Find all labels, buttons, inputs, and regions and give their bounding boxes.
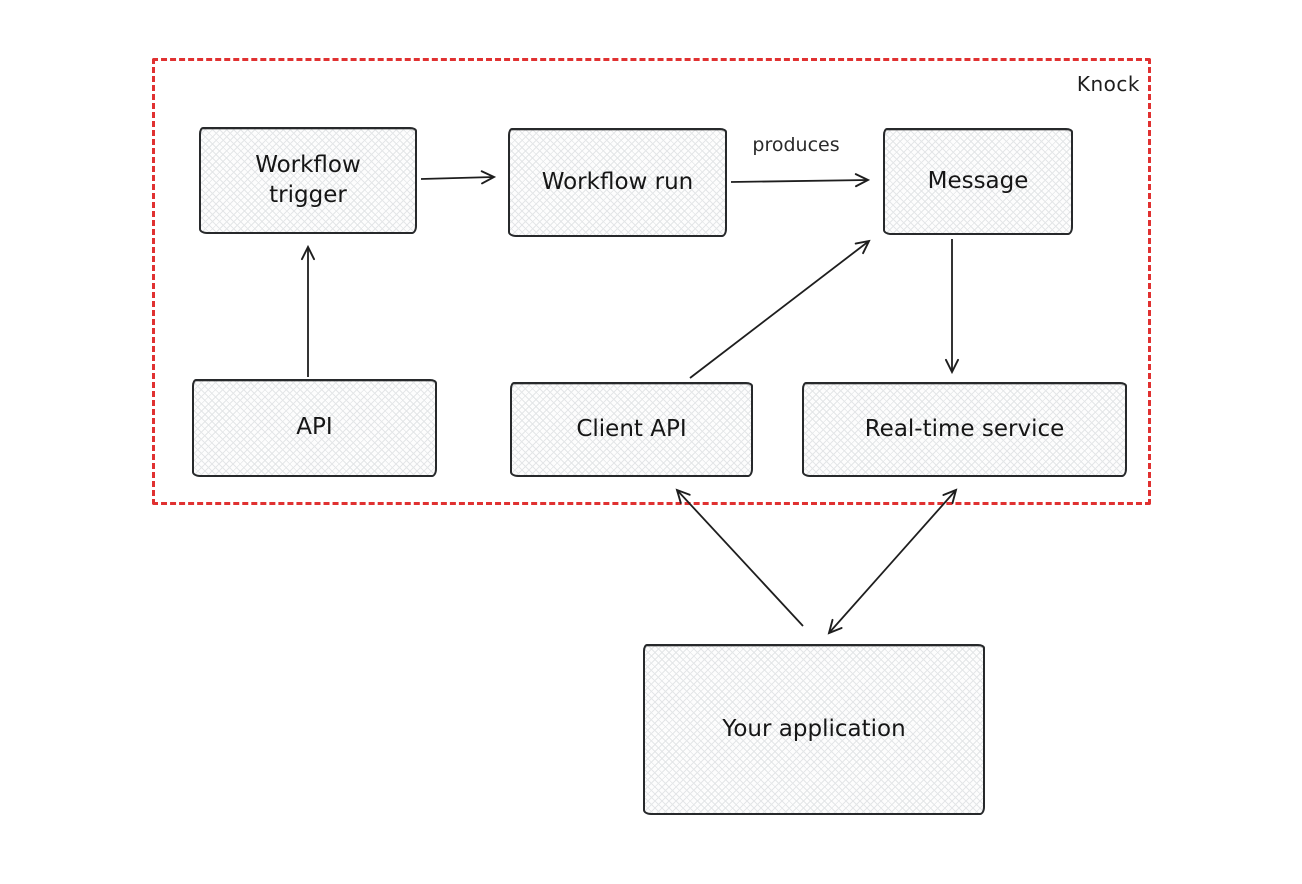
- edge-label-produces: produces: [741, 134, 851, 156]
- node-api: API: [192, 379, 437, 477]
- node-workflow-run-label: Workflow run: [541, 168, 694, 195]
- node-api-label: API: [296, 414, 333, 441]
- node-client-api-label: Client API: [576, 415, 687, 442]
- arrow-your-application-to-client-api: [677, 490, 804, 627]
- node-client-api: Client API: [510, 382, 753, 477]
- node-workflow-trigger-label: Workflow trigger: [255, 151, 361, 208]
- arrow-your-application-realtime-service-bidirectional: [829, 490, 956, 633]
- node-your-application-label: Your application: [722, 715, 906, 742]
- node-workflow-run: Workflow run: [508, 128, 727, 237]
- node-realtime-service: Real-time service: [802, 382, 1127, 477]
- knock-boundary-box: [152, 58, 1151, 505]
- node-your-application: Your application: [643, 644, 985, 815]
- node-workflow-trigger: Workflow trigger: [199, 127, 417, 234]
- node-realtime-service-label: Real-time service: [864, 415, 1065, 442]
- node-message-label: Message: [927, 167, 1029, 194]
- knock-boundary-label: Knock: [1076, 72, 1140, 96]
- node-message: Message: [883, 128, 1073, 235]
